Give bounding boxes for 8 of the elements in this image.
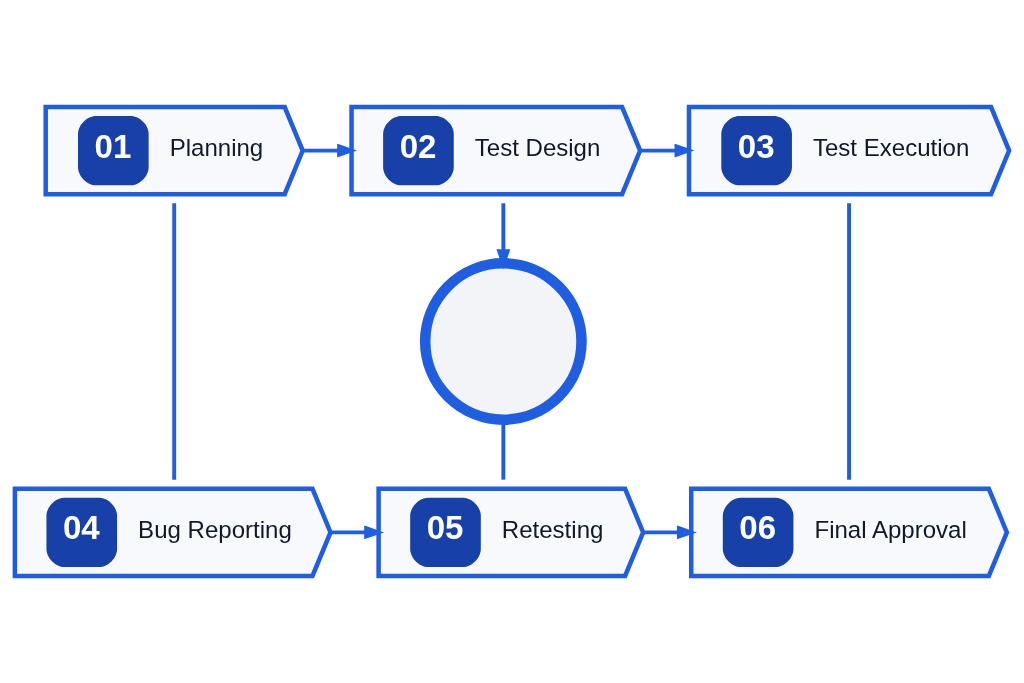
arrow [643,525,697,540]
connector [172,203,177,480]
arrow [330,525,385,540]
connector [847,203,851,480]
node-circle [419,258,587,425]
arrow [496,203,511,270]
arrow [302,143,358,158]
arrow [640,143,695,158]
